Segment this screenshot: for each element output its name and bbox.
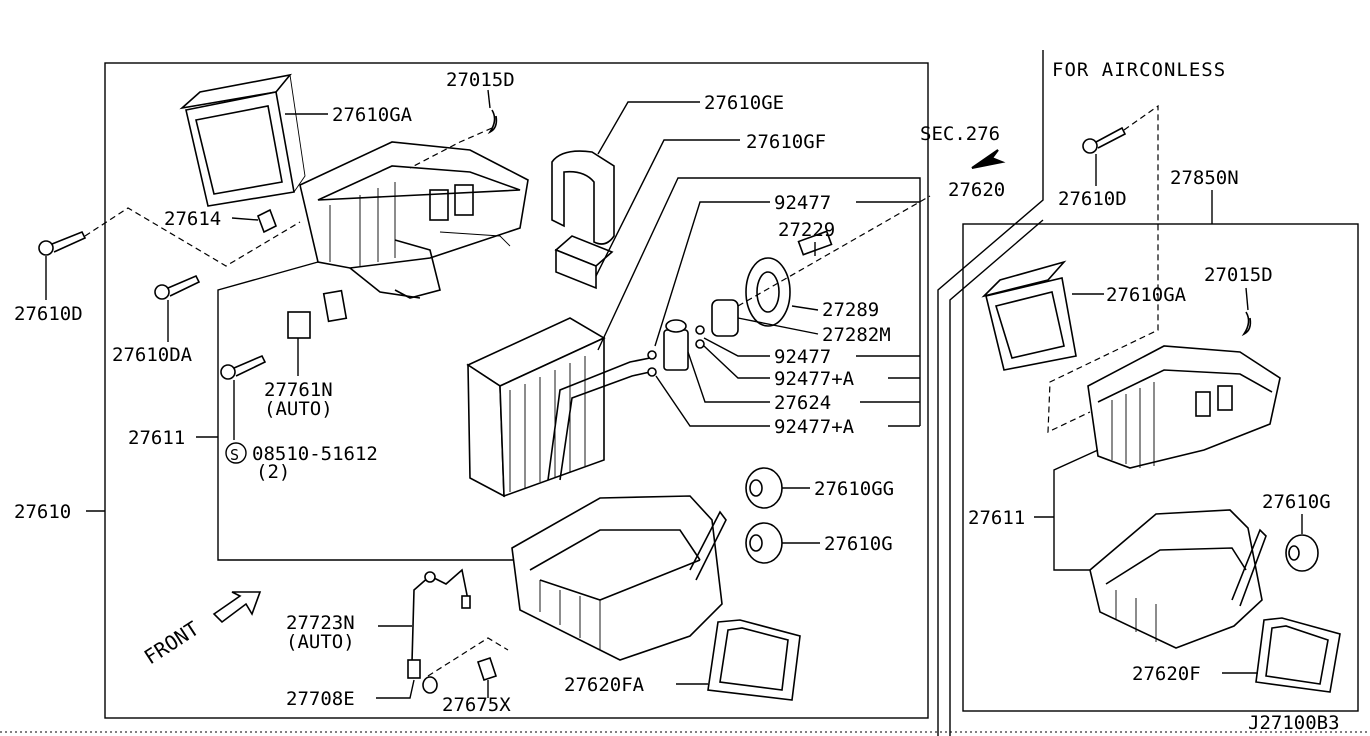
airconless-label-27610d: 27610D <box>1058 188 1127 210</box>
leader-27015d <box>487 89 491 109</box>
airconless-upper-case-part <box>1087 345 1281 469</box>
label-27611: 27611 <box>128 427 185 449</box>
leader-27614 <box>231 217 259 221</box>
label-27708e: 27708E <box>286 688 355 710</box>
label-08510-qty: (2) <box>256 461 290 483</box>
leader-92477a-1 <box>703 345 770 379</box>
leader-27708e <box>376 679 415 699</box>
cooling-unit-lower-case <box>511 495 727 661</box>
bracket-27611 <box>217 261 540 561</box>
sensor-27761n-part <box>287 289 348 339</box>
label-27610g: 27610G <box>824 533 893 555</box>
label-27282m: 27282M <box>822 324 891 346</box>
airconless-lower-case-part <box>1089 509 1267 649</box>
airconless-grommet-27610g-part <box>1285 534 1319 572</box>
screw-symbol-circle <box>225 442 247 464</box>
label-27610gf: 27610GF <box>746 131 826 153</box>
dashed-leader-sec276 <box>737 195 931 307</box>
airconless-frame-inner <box>949 219 1044 736</box>
dashed-leader-screw-d <box>84 207 301 267</box>
label-27229: 27229 <box>778 219 835 241</box>
label-27761n: 27761N <box>264 379 333 401</box>
label-27289: 27289 <box>822 299 879 321</box>
filter-frame-27610ga-part <box>179 73 306 207</box>
label-92477a-2: 92477+A <box>774 416 855 438</box>
dashed-leader-27015d <box>409 127 493 169</box>
bracket-27620 <box>597 177 921 426</box>
label-27610gg: 27610GG <box>814 478 894 500</box>
airconless-assembly-frame <box>962 223 1359 712</box>
leader-92477-lower <box>703 337 770 357</box>
screw-27610da-part <box>154 274 201 300</box>
leader-27610gf <box>595 139 740 277</box>
label-08510-51612: 08510-51612 <box>252 443 378 465</box>
label-27610da: 27610DA <box>112 344 193 366</box>
label-92477-upper: 92477 <box>774 192 831 214</box>
label-92477a-1: 92477+A <box>774 368 855 390</box>
airconless-leader-27015d <box>1245 287 1249 311</box>
label-92477-lower: 92477 <box>774 346 831 368</box>
label-27723n: 27723N <box>286 612 355 634</box>
airconless-label-27850n: 27850N <box>1170 167 1239 189</box>
label-27610: 27610 <box>14 501 71 523</box>
airconless-label-27610g: 27610G <box>1262 491 1331 513</box>
airconless-label-27015d: 27015D <box>1204 264 1273 286</box>
leader-27610ge <box>597 101 700 155</box>
clip-27015d-part <box>487 109 498 135</box>
grommet-27708e-part <box>422 676 438 694</box>
seal-27610ge-part <box>551 150 615 245</box>
dashed-leader-27675x <box>427 637 509 677</box>
airconless-label-27620f: 27620F <box>1132 663 1201 685</box>
screw-symbol: S <box>230 446 239 464</box>
screw-27610d-part <box>38 230 87 256</box>
expansion-valve-part <box>647 230 833 377</box>
label-27614: 27614 <box>164 208 221 230</box>
screw-08510-part <box>220 354 267 380</box>
grommet-27610g-part <box>745 522 783 564</box>
evaporator-core-part <box>466 317 651 498</box>
airconless-header: FOR AIRCONLESS <box>1052 59 1226 81</box>
clip-27614-part <box>256 208 278 234</box>
airconless-clip-27015d-part <box>1241 311 1252 337</box>
drain-seal-27620fa-part <box>707 619 801 701</box>
label-27723n-auto: (AUTO) <box>286 631 355 653</box>
label-sec276: SEC.276 <box>920 123 1000 145</box>
leader-27282m <box>737 317 819 335</box>
label-front: FRONT <box>140 616 204 669</box>
grommet-27610gg-part <box>745 467 783 509</box>
leader-27289 <box>791 305 819 311</box>
label-27620: 27620 <box>948 179 1005 201</box>
front-direction-arrow <box>212 591 262 624</box>
leader-92477a-2 <box>655 375 770 427</box>
airconless-bracket-27611 <box>1053 449 1099 571</box>
airconless-label-27611: 27611 <box>968 507 1025 529</box>
label-27610ge: 27610GE <box>704 92 784 114</box>
label-27015d: 27015D <box>446 69 515 91</box>
diagram-code: J27100B3 <box>1248 712 1340 734</box>
label-27675x: 27675X <box>442 694 511 716</box>
main-assembly-frame <box>104 62 929 719</box>
bracket-92477-upper <box>654 201 770 347</box>
airconless-label-27610ga: 27610GA <box>1106 284 1187 306</box>
airconless-filter-frame-part <box>981 260 1077 371</box>
leader-27624 <box>687 351 770 403</box>
label-27620fa: 27620FA <box>564 674 645 696</box>
label-27610d: 27610D <box>14 303 83 325</box>
airconless-dashed-screw <box>1047 104 1159 433</box>
airconless-drain-seal-part <box>1255 617 1341 693</box>
airconless-screw-27610d-part <box>1082 126 1127 154</box>
seal-27610gf-part <box>554 235 614 290</box>
label-27624: 27624 <box>774 392 831 414</box>
sec276-arrow <box>971 149 1006 169</box>
harness-27723n-part <box>407 568 471 679</box>
cooling-unit-upper-case <box>299 141 529 299</box>
label-27761n-auto: (AUTO) <box>264 398 333 420</box>
clip-27675x-part <box>476 656 498 682</box>
label-27610ga: 27610GA <box>332 104 413 126</box>
airconless-frame-outer <box>937 50 1044 736</box>
